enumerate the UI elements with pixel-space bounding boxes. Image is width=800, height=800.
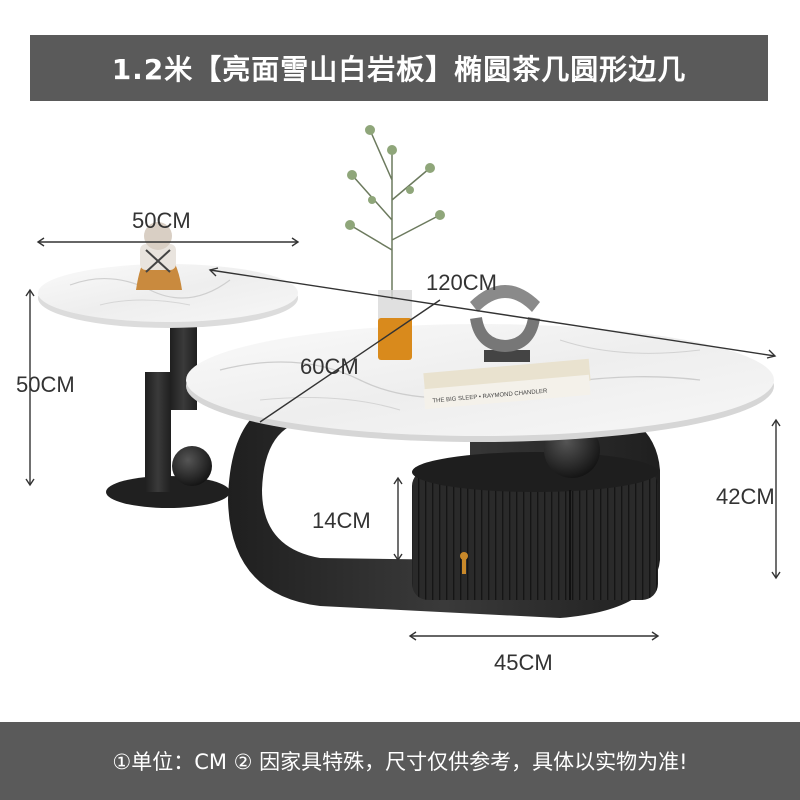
dimension-lines xyxy=(25,237,781,641)
drawer-drum xyxy=(412,470,658,600)
footer-note: ①单位：CM ② 因家具特殊，尺寸仅供参考，具体以实物为准! xyxy=(112,750,688,774)
coffee-table-width-label: 60CM xyxy=(300,354,359,379)
plant-vase xyxy=(345,125,445,360)
title-banner: 1.2米【亮面雪山白岩板】椭圆茶几圆形边几 xyxy=(30,35,768,101)
side-table-ball xyxy=(172,446,212,486)
coffee-table-length-label: 120CM xyxy=(426,270,497,295)
side-table-width-label: 50CM xyxy=(132,208,191,233)
drawer-drum-top xyxy=(412,452,658,492)
figurine-ornament xyxy=(136,222,182,290)
footer-banner: ①单位：CM ② 因家具特殊，尺寸仅供参考，具体以实物为准! xyxy=(0,722,800,800)
shelf-height-label: 14CM xyxy=(312,508,371,533)
coffee-table-height-label: 42CM xyxy=(716,484,775,509)
side-table-height-label: 50CM xyxy=(16,372,75,397)
books-sculpture: THE BIG SLEEP • RAYMOND CHANDLER xyxy=(423,285,591,410)
product-title: 1.2米【亮面雪山白岩板】椭圆茶几圆形边几 xyxy=(111,53,687,86)
side-table-post-lower xyxy=(145,372,171,492)
drawer-width-label: 45CM xyxy=(494,650,553,675)
